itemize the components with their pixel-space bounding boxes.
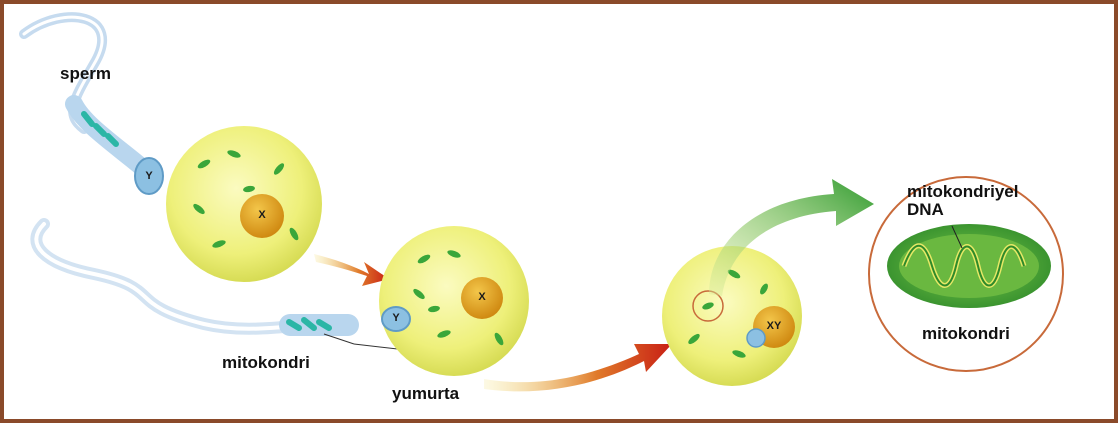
egg-cell-2 [379, 226, 529, 376]
diagram-artwork [4, 4, 1118, 423]
label-egg: yumurta [392, 384, 459, 403]
sperm-top [24, 17, 163, 194]
label-mtdna-line1: mitokondriyel [907, 182, 1018, 201]
label-sperm: sperm [60, 64, 111, 83]
arrow-2 [484, 344, 672, 391]
zygote-cell [662, 246, 802, 386]
chromosome-sperm-1: Y [140, 170, 158, 182]
egg-cell-1 [166, 126, 322, 282]
chromosome-sperm-2: Y [387, 312, 405, 324]
chromosome-egg-2: X [473, 291, 491, 303]
arrow-1 [314, 254, 389, 286]
chromosome-zygote: XY [762, 320, 786, 332]
chromosome-egg-1: X [253, 209, 271, 221]
label-mitochondria-left: mitokondri [222, 353, 310, 372]
label-mtdna-line2: DNA [907, 200, 944, 219]
label-mitochondria-right: mitokondri [922, 324, 1010, 343]
